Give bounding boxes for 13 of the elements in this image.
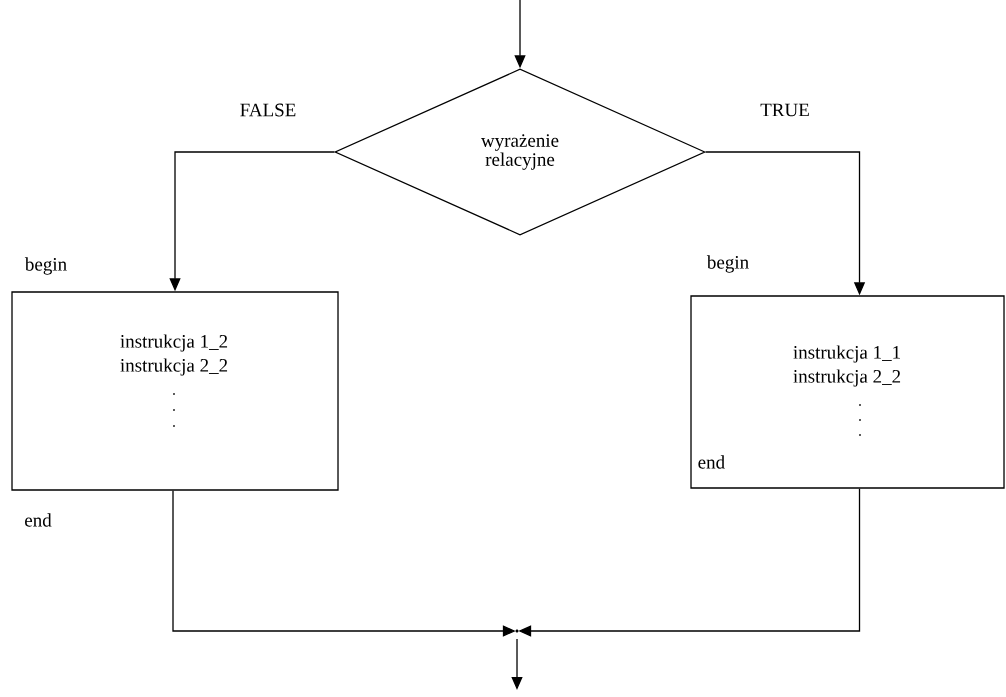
side-label: end — [25, 513, 52, 527]
statement-text: instrukcja 1_2 — [120, 334, 228, 352]
edge-label: FALSE — [238, 102, 298, 118]
statement-text: instrukcja 2_2 — [120, 358, 228, 376]
side-label: begin — [24, 257, 67, 275]
junction-point — [515, 629, 519, 633]
process-box — [11, 291, 339, 491]
process-box — [690, 295, 1005, 489]
statement-text: instrukcja 2_2 — [793, 369, 901, 387]
statement-text: instrukcja 1_1 — [793, 345, 900, 363]
edge-label: TRUE — [759, 102, 811, 118]
statement-text: end — [698, 455, 725, 469]
side-label: begin — [706, 255, 749, 273]
